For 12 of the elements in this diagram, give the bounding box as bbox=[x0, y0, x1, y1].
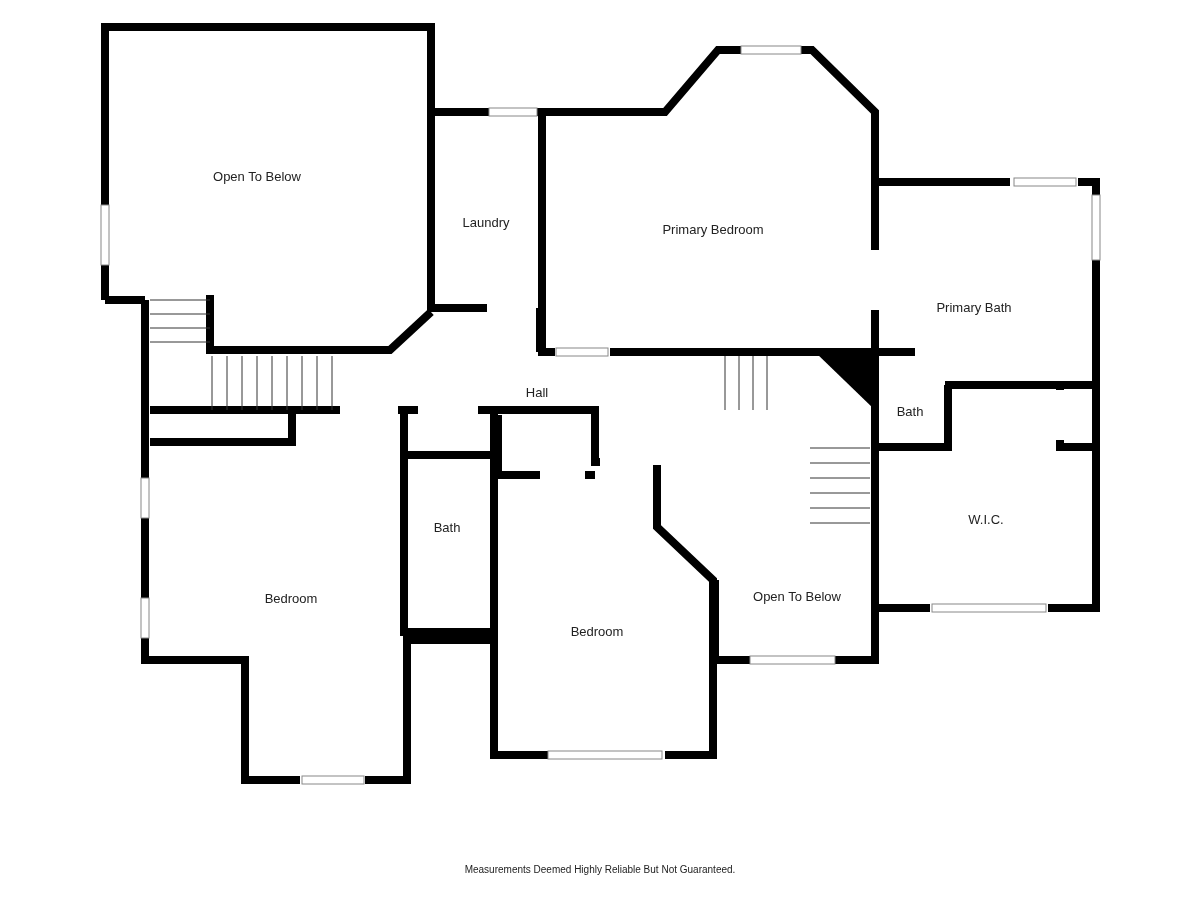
room-label: Primary Bath bbox=[936, 299, 1012, 318]
room-label: Bedroom bbox=[264, 590, 318, 609]
room-label: Open To Below bbox=[213, 168, 301, 187]
room-label: Laundry bbox=[462, 214, 510, 233]
room-label: W.I.C. bbox=[968, 511, 1004, 530]
caption: Measurements Deemed Highly Reliable But Not Guaranteed. bbox=[464, 863, 736, 877]
room-label: Bedroom bbox=[570, 623, 624, 642]
room-label: Open To Below bbox=[753, 588, 841, 607]
room-label: Primary Bedroom bbox=[662, 221, 764, 240]
room-label: Bath bbox=[896, 403, 924, 422]
room-label: Hall bbox=[525, 384, 549, 403]
room-label: Bath bbox=[433, 519, 461, 538]
